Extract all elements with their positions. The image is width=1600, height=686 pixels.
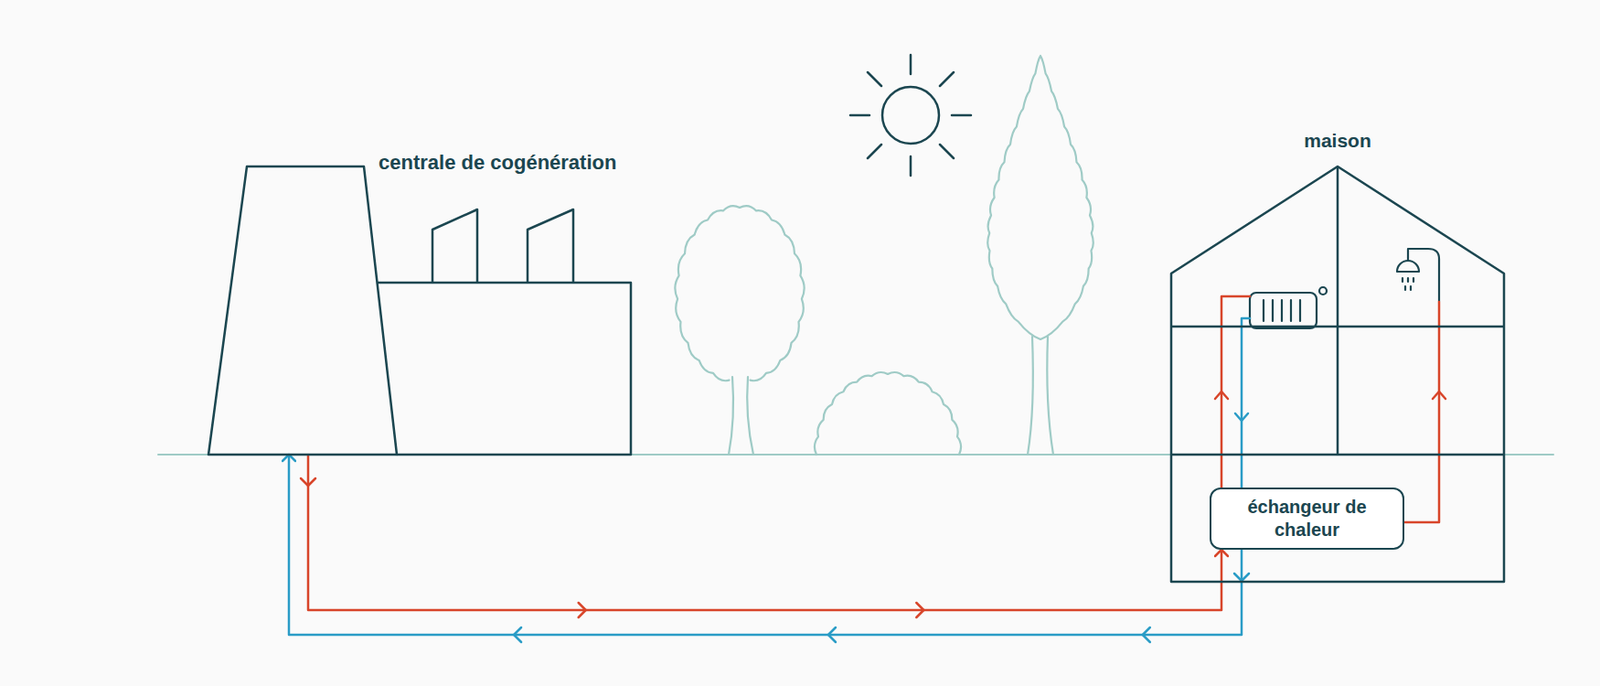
flow-chevron <box>1432 391 1446 399</box>
radiator <box>1249 287 1327 329</box>
cooling-tower <box>208 166 397 455</box>
sun <box>850 54 971 176</box>
flow-chevron <box>916 602 924 618</box>
supply-pipe <box>1221 296 1250 488</box>
tree-trunk <box>718 376 764 455</box>
flow-chevron <box>300 478 316 486</box>
flow-chevron <box>513 627 522 642</box>
flow-chevron <box>578 602 587 618</box>
pipe-connector <box>288 454 1242 635</box>
cypress-tree <box>987 55 1094 340</box>
return-pipe <box>1241 318 1250 488</box>
sun-disc <box>882 86 939 144</box>
flow-chevron <box>1234 573 1249 581</box>
sun-rays <box>850 54 971 176</box>
flow-chevron <box>1235 413 1248 421</box>
heat-exchanger-box: échangeur de chaleur <box>1209 487 1405 550</box>
bush <box>814 372 961 455</box>
flow-chevron <box>828 627 836 642</box>
node-label: échangeur de chaleur <box>1225 495 1390 542</box>
shower-head <box>1397 260 1419 272</box>
plant-building <box>377 282 632 455</box>
flow-chevron <box>1215 391 1228 399</box>
node-label: maison <box>1171 129 1504 152</box>
radiator-fins <box>1263 299 1301 321</box>
flow-chevron <box>1142 627 1151 642</box>
plant-outline <box>208 150 648 455</box>
shower <box>1397 248 1440 302</box>
tree-trunk <box>1016 336 1065 455</box>
deciduous-tree <box>674 205 804 381</box>
house-floors <box>1171 166 1504 455</box>
radiator-valve <box>1319 287 1327 295</box>
node-label: centrale de cogénération <box>378 150 617 175</box>
house: échangeur de chaleur maison <box>1171 128 1504 582</box>
shower-drops <box>1402 277 1414 290</box>
house-wall <box>1171 166 1504 582</box>
trees <box>674 55 1093 455</box>
roof-sheds <box>432 209 574 283</box>
cogeneration-plant: centrale de cogénération <box>208 150 648 455</box>
radiator-body <box>1249 292 1317 329</box>
pipe-connector <box>308 454 1222 610</box>
hot-water-pipe <box>1404 301 1440 523</box>
shower-pipe <box>1408 248 1440 302</box>
